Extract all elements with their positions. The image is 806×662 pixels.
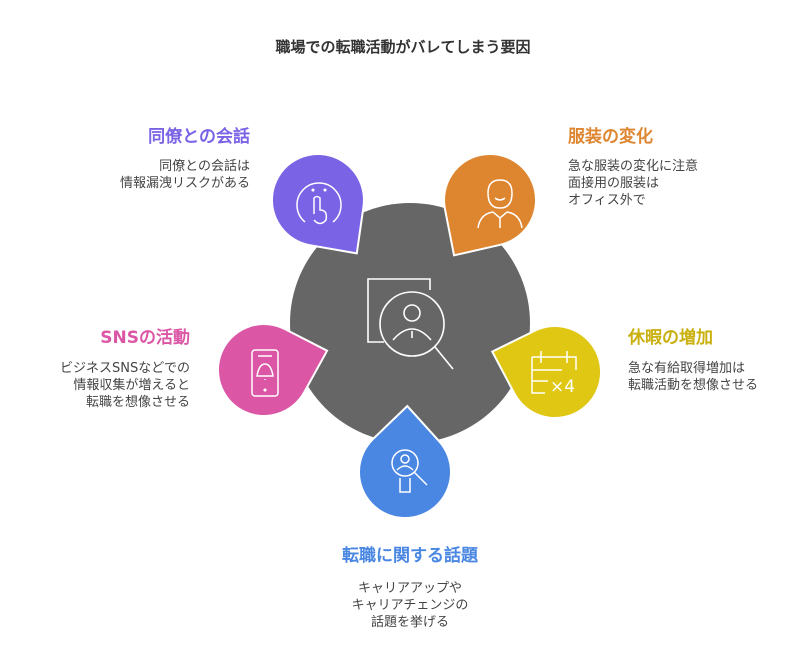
item-title-job-topics: 転職に関する話題 bbox=[342, 546, 478, 566]
item-desc-coworker-talk: 同僚との会話は 情報漏洩リスクがある bbox=[120, 158, 250, 192]
item-title-coworker-talk: 同僚との会話 bbox=[148, 127, 250, 147]
calendar-x4-icon: ×4 bbox=[531, 351, 577, 397]
desc-line: 転職を想像させる bbox=[85, 395, 190, 410]
desc-line: キャリアチェンジの bbox=[351, 598, 469, 613]
petal-purple bbox=[271, 152, 365, 255]
petal-yellow bbox=[490, 325, 603, 420]
petal-pink bbox=[216, 323, 329, 418]
item-desc-sns: ビジネスSNSなどでの 情報収集が増えると 転職を想像させる bbox=[60, 360, 190, 411]
desc-line: オフィス外で bbox=[568, 193, 646, 208]
item-desc-clothing: 急な服装の変化に注意 面接用の服装は オフィス外で bbox=[568, 158, 698, 209]
desc-line: 急な有給取得増加は bbox=[628, 361, 746, 376]
petal-orange bbox=[443, 152, 538, 257]
desc-line: 情報漏洩リスクがある bbox=[119, 176, 250, 191]
item-title-sns: SNSの活動 bbox=[100, 328, 190, 348]
svg-text:×4: ×4 bbox=[550, 377, 575, 397]
desc-line: 転職活動を想像させる bbox=[628, 378, 759, 393]
desc-line: 情報収集が増えると bbox=[73, 378, 190, 393]
item-title-clothing: 服装の変化 bbox=[568, 127, 653, 147]
desc-line: 同僚との会話は bbox=[159, 159, 250, 174]
center-search-person-icon bbox=[367, 278, 454, 370]
desc-line: ビジネスSNSなどでの bbox=[60, 361, 190, 376]
diagram-title: 職場での転職活動がバレてしまう要因 bbox=[275, 38, 531, 56]
phone-bell-icon bbox=[251, 349, 279, 397]
desc-line: キャリアアップや bbox=[357, 581, 462, 596]
person-shirt-icon bbox=[477, 179, 523, 229]
center-hub bbox=[290, 203, 530, 443]
item-title-vacation: 休暇の増加 bbox=[628, 328, 713, 348]
shush-face-icon bbox=[296, 182, 342, 225]
desc-line: 話題を挙げる bbox=[370, 615, 449, 630]
petal-blue bbox=[358, 404, 452, 520]
job-search-icon bbox=[391, 449, 428, 493]
item-desc-vacation: 急な有給取得増加は 転職活動を想像させる bbox=[628, 360, 758, 394]
item-desc-job-topics: キャリアアップや キャリアチェンジの 話題を挙げる bbox=[210, 580, 610, 631]
desc-line: 面接用の服装は bbox=[568, 176, 660, 191]
desc-line: 急な服装の変化に注意 bbox=[568, 159, 699, 174]
